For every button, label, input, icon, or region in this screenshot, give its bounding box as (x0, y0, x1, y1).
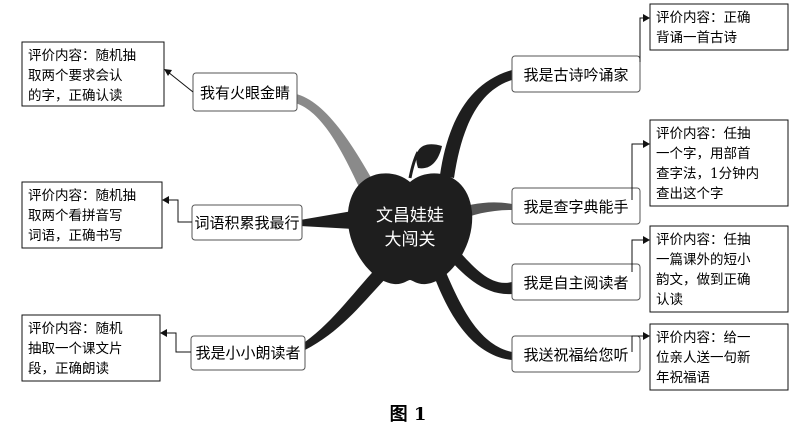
eval-line: 查字法，1分钟内 (656, 165, 759, 182)
arrow-line (631, 335, 645, 352)
branch-label: 我是查字典能手 (523, 198, 628, 216)
branch-label: 我是古诗吟诵家 (523, 66, 628, 84)
arrowhead-icon (162, 196, 169, 204)
eval-line: 评价内容：任抽 (656, 125, 751, 142)
eval-line: 取两个要求会认 (28, 68, 123, 84)
connector-b3 (305, 262, 392, 350)
eval-line: 抽取一个课文片 (28, 341, 123, 357)
branch-label: 词语积累我最行 (194, 214, 299, 232)
branch-label-box (511, 55, 641, 93)
eval-line: 韵文，做到正确 (656, 272, 751, 288)
connector-b1 (292, 93, 378, 198)
eval-line: 的字，正确认读 (28, 88, 123, 104)
branch-label-box (511, 187, 641, 225)
eval-line: 评价内容：随机抽 (28, 47, 136, 64)
branch-b1: 我有火眼金睛 评价内容：随机抽 取两个要求会认 的字，正确认读 (21, 41, 298, 112)
branch-label: 我是小小朗读者 (195, 344, 300, 362)
center-title-line2: 大闯关 (385, 230, 436, 250)
arrow-line (631, 143, 645, 200)
eval-box (649, 3, 789, 51)
branch-label: 我送祝福给您听 (523, 346, 628, 364)
eval-line: 段，正确朗读 (28, 361, 109, 377)
branch-b4: 我是古诗吟诵家 评价内容：正确 背诵一首古诗 (511, 3, 789, 93)
figure-caption: 图 1 (390, 404, 427, 425)
eval-line: 词语，正确书写 (28, 228, 123, 244)
arrow-line (164, 332, 191, 353)
apple-stem (408, 151, 420, 179)
eval-line: 评价内容：任抽 (656, 231, 751, 248)
arrowhead-icon (643, 140, 650, 148)
eval-box (21, 41, 165, 107)
eval-line: 评价内容：正确 (656, 9, 751, 26)
arrow-line (639, 17, 646, 62)
branch-label-box (511, 335, 641, 373)
branch-connectors (292, 70, 512, 360)
branch-label-box (190, 335, 306, 371)
branch-label-box (511, 263, 641, 301)
eval-line: 年祝福语 (656, 370, 710, 386)
eval-box (649, 225, 789, 313)
apple-body-icon (347, 173, 473, 285)
branch-label: 我是自主阅读者 (523, 274, 628, 292)
eval-box (21, 181, 163, 249)
eval-line: 评价内容：给一 (656, 329, 751, 346)
branch-label: 我有火眼金睛 (200, 84, 290, 102)
eval-box (649, 323, 789, 391)
center-title-line1: 文昌娃娃 (376, 206, 444, 226)
arrowhead-icon (643, 332, 650, 340)
arrowhead-icon (643, 236, 650, 244)
arrow-line (167, 71, 194, 93)
eval-line: 认读 (656, 292, 683, 308)
branch-b3: 我是小小朗读者 评价内容：随机 抽取一个课文片 段，正确朗读 (21, 314, 306, 382)
eval-box (21, 314, 161, 382)
eval-line: 评价内容：随机 (28, 320, 123, 337)
eval-line: 位亲人送一句新 (656, 350, 751, 366)
branch-b2: 词语积累我最行 评价内容：随机抽 取两个看拼音写 词语，正确书写 (21, 181, 303, 249)
connector-b4 (440, 70, 512, 178)
arrow-line (631, 239, 645, 272)
eval-line: 一篇课外的短小 (656, 252, 751, 268)
connector-b6 (445, 244, 512, 295)
apple-leaf-icon (416, 144, 442, 169)
connector-b7 (434, 270, 512, 360)
eval-line: 背诵一首古诗 (656, 30, 737, 46)
arrowhead-icon (160, 329, 167, 337)
central-apple: 文昌娃娃 大闯关 (347, 144, 473, 285)
branch-b7: 我送祝福给您听 评价内容：给一 位亲人送一句新 年祝福语 (511, 323, 789, 391)
branch-b5: 我是查字典能手 评价内容：任抽 一个字，用部首 查字法，1分钟内 查出这个字 (511, 119, 789, 225)
arrowhead-icon (164, 69, 172, 76)
arrow-line (166, 199, 192, 223)
eval-box (649, 119, 789, 207)
branch-b6: 我是自主阅读者 评价内容：任抽 一篇课外的短小 韵文，做到正确 认读 (511, 225, 789, 313)
eval-line: 取两个看拼音写 (28, 207, 123, 224)
eval-line: 评价内容：随机抽 (28, 187, 136, 204)
eval-line: 查出这个字 (656, 185, 724, 202)
eval-line: 一个字，用部首 (656, 146, 751, 162)
arrowhead-icon (643, 14, 650, 22)
